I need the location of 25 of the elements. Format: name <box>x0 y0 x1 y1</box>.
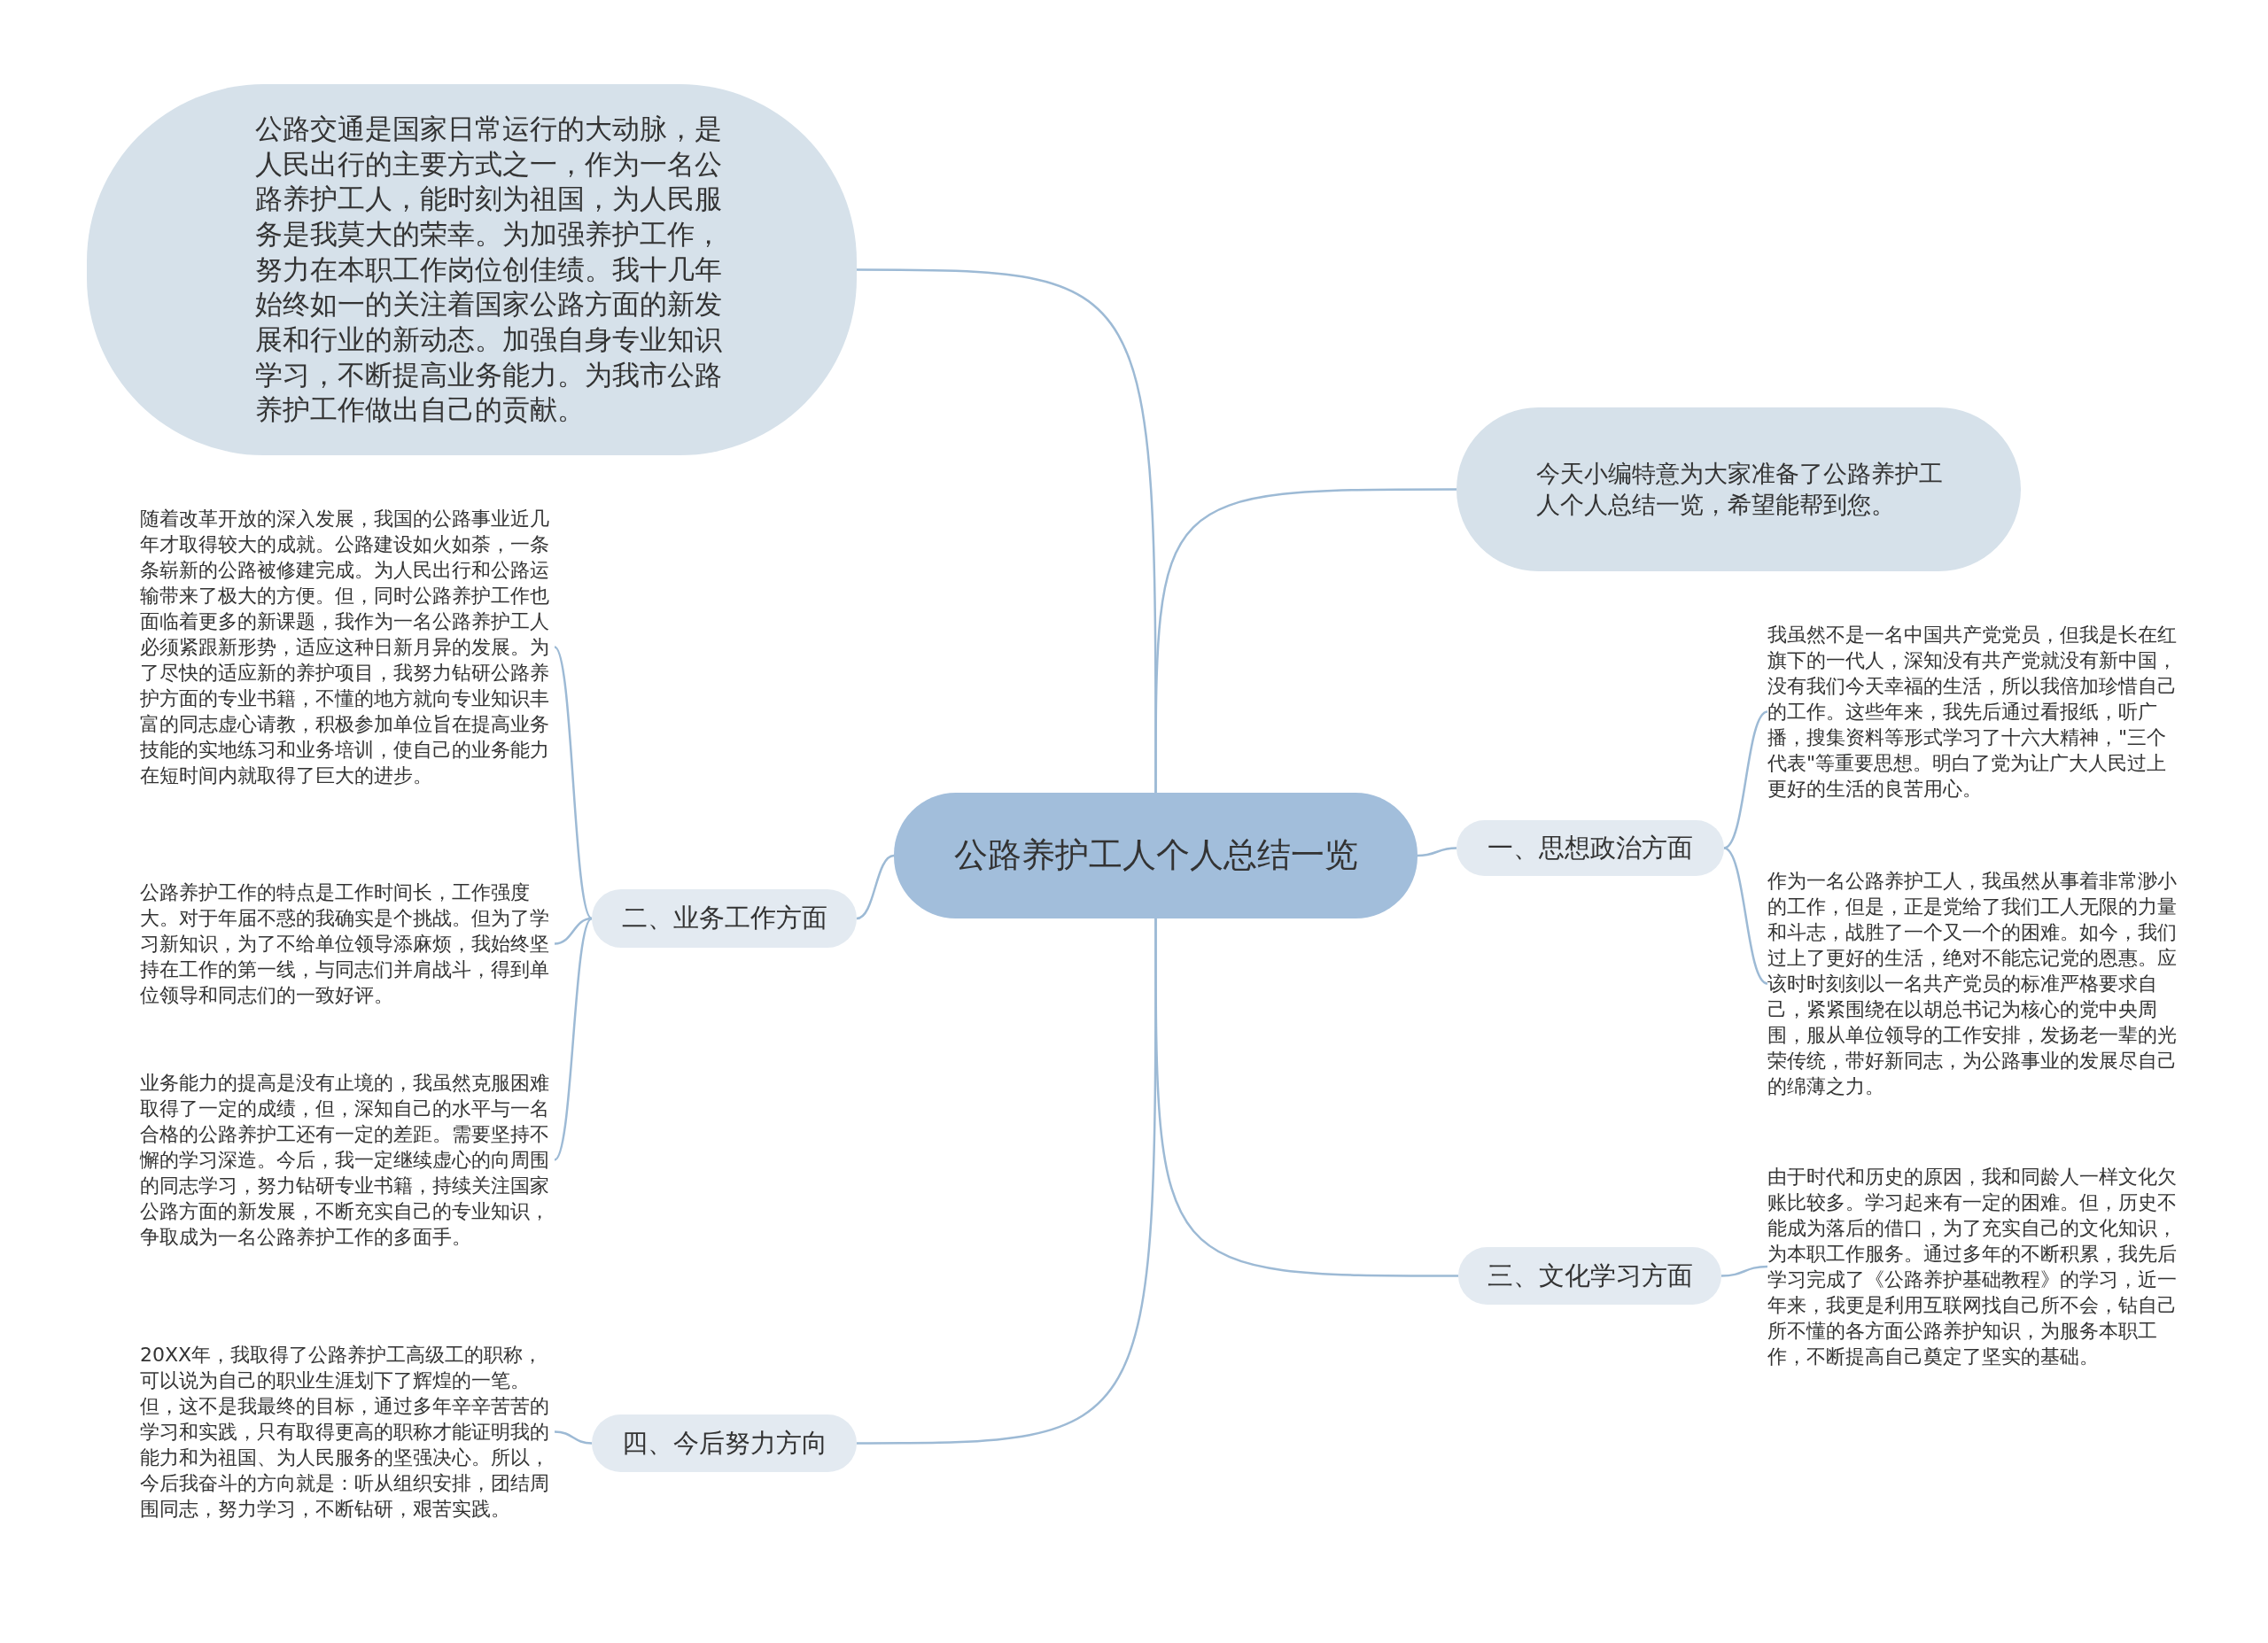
text-note: 业务能力的提高是没有止境的，我虽然克服困难取得了一定的成绩，但，深知自己的水平与一名合格的公路养护工还有一定的差距。需要坚持不懈的学习深造。今后，我一定继续虚心的向周围的同志学习，努力钻研专业书籍，持续关注国家公路方面的新发展，不断充实自己的专业知识，争取成为一名公路养护工作的多面手。 <box>140 1070 555 1250</box>
topic-bubble: 公路交通是国家日常运行的大动脉，是人民出行的主要方式之一，作为一名公路养护工人，能时刻为祖国，为人民服务是我莫大的荣幸。为加强养护工作，努力在本职工作岗位创佳绩。我十几年始终如一的关注着国家公路方面的新发展和行业的新动态。加强自身专业知识学习，不断提高业务能力。为我市公路养护工作做出自己的贡献。 <box>87 84 857 455</box>
connector-line <box>1417 847 1457 857</box>
connector-line <box>554 646 593 919</box>
central-topic: 公路养护工人个人总结一览 <box>894 793 1418 918</box>
text-note: 随着改革开放的深入发展，我国的公路事业近几年才取得较大的成就。公路建设如火如荼，一条条崭新的公路被修建完成。为人民出行和公路运输带来了极大的方便。但，同时公路养护工作也面临着更多的新课题，我作为一名公路养护工人必须紧跟新形势，适应这种日新月异的发展。为了尽快的适应新的养护项目，我努力钻研公路养护方面的专业书籍，不懂的地方就向专业知识丰富的同志虚心请教，积极参加单位旨在提高业务技能的实地练习和业务培训，使自己的业务能力在短时间内就取得了巨大的进步。 <box>140 506 555 788</box>
connector-line <box>554 1430 593 1445</box>
branch-topic: 一、思想政治方面 <box>1456 820 1724 876</box>
text-note: 由于时代和历史的原因，我和同龄人一样文化欠账比较多。学习起来有一定的困难。但，历史不能成为落后的借口，为了充实自己的文化知识，为本职工作服务。通过多年的不断积累，我先后学习完成了《公路养护基础教程》的学习，近一年来，我更是利用互联网找自己所不会，钻自己所不懂的各方面公路养护知识，为服务本职工作，不断提高自己奠定了坚实的基础。 <box>1767 1164 2182 1369</box>
branch-topic: 二、业务工作方面 <box>592 889 857 948</box>
connector-line <box>554 918 593 1161</box>
connector-line <box>856 854 895 920</box>
topic-bubble: 今天小编特意为大家准备了公路养护工人个人总结一览，希望能帮到您。 <box>1456 407 2021 571</box>
connector-line <box>1723 847 1768 985</box>
text-note: 20XX年，我取得了公路养护工高级工的职称，可以说为自己的职业生涯划下了辉煌的一笔。但，这不是我最终的目标，通过多年辛辛苦苦的学习和实践，只有取得更高的职称才能证明我的能力和为祖国、为人民服务的坚强决心。所以，今后我奋斗的方向就是：听从组织安排，团结周围同志，努力学习，不断钻研，艰苦实践。 <box>140 1342 555 1522</box>
branch-topic: 三、文化学习方面 <box>1458 1247 1721 1305</box>
connector-line <box>1723 710 1768 849</box>
connector-line <box>554 917 593 945</box>
text-note: 作为一名公路养护工人，我虽然从事着非常渺小的工作，但是，正是党给了我们工人无限的力量和斗志，战胜了一个又一个的困难。如今，我们过上了更好的生活，绝对不能忘记党的恩惠。应该时时刻刻以一名共产党员的标准严格要求自己，紧紧围绕在以胡总书记为核心的党中央周围，服从单位领导的工作安排，发扬老一辈的光荣传统，带好新同志，为公路事业的发展尽自己的绵薄之力。 <box>1767 868 2182 1099</box>
connector-line <box>1154 488 1456 793</box>
text-note: 我虽然不是一名中国共产党党员，但我是长在红旗下的一代人，深知没有共产党就没有新中国，没有我们今天幸福的生活，所以我倍加珍惜自己的工作。这些年来，我先后通过看报纸，听广播，搜集资料等形式学习了十六大精神，"三个代表"等重要思想。明白了党为让广大人民过上更好的生活的良苦用心。 <box>1767 622 2182 802</box>
branch-topic: 四、今后努力方向 <box>592 1414 857 1472</box>
text-note: 公路养护工作的特点是工作时间长，工作强度大。对于年届不惑的我确实是个挑战。但为了学习新知识，为了不给单位领导添麻烦，我始终坚持在工作的第一线，与同志们并肩战斗，得到单位领导和同志们的一致好评。 <box>140 880 555 1008</box>
connector-line <box>1720 1265 1768 1277</box>
connector-line <box>857 918 1157 1445</box>
